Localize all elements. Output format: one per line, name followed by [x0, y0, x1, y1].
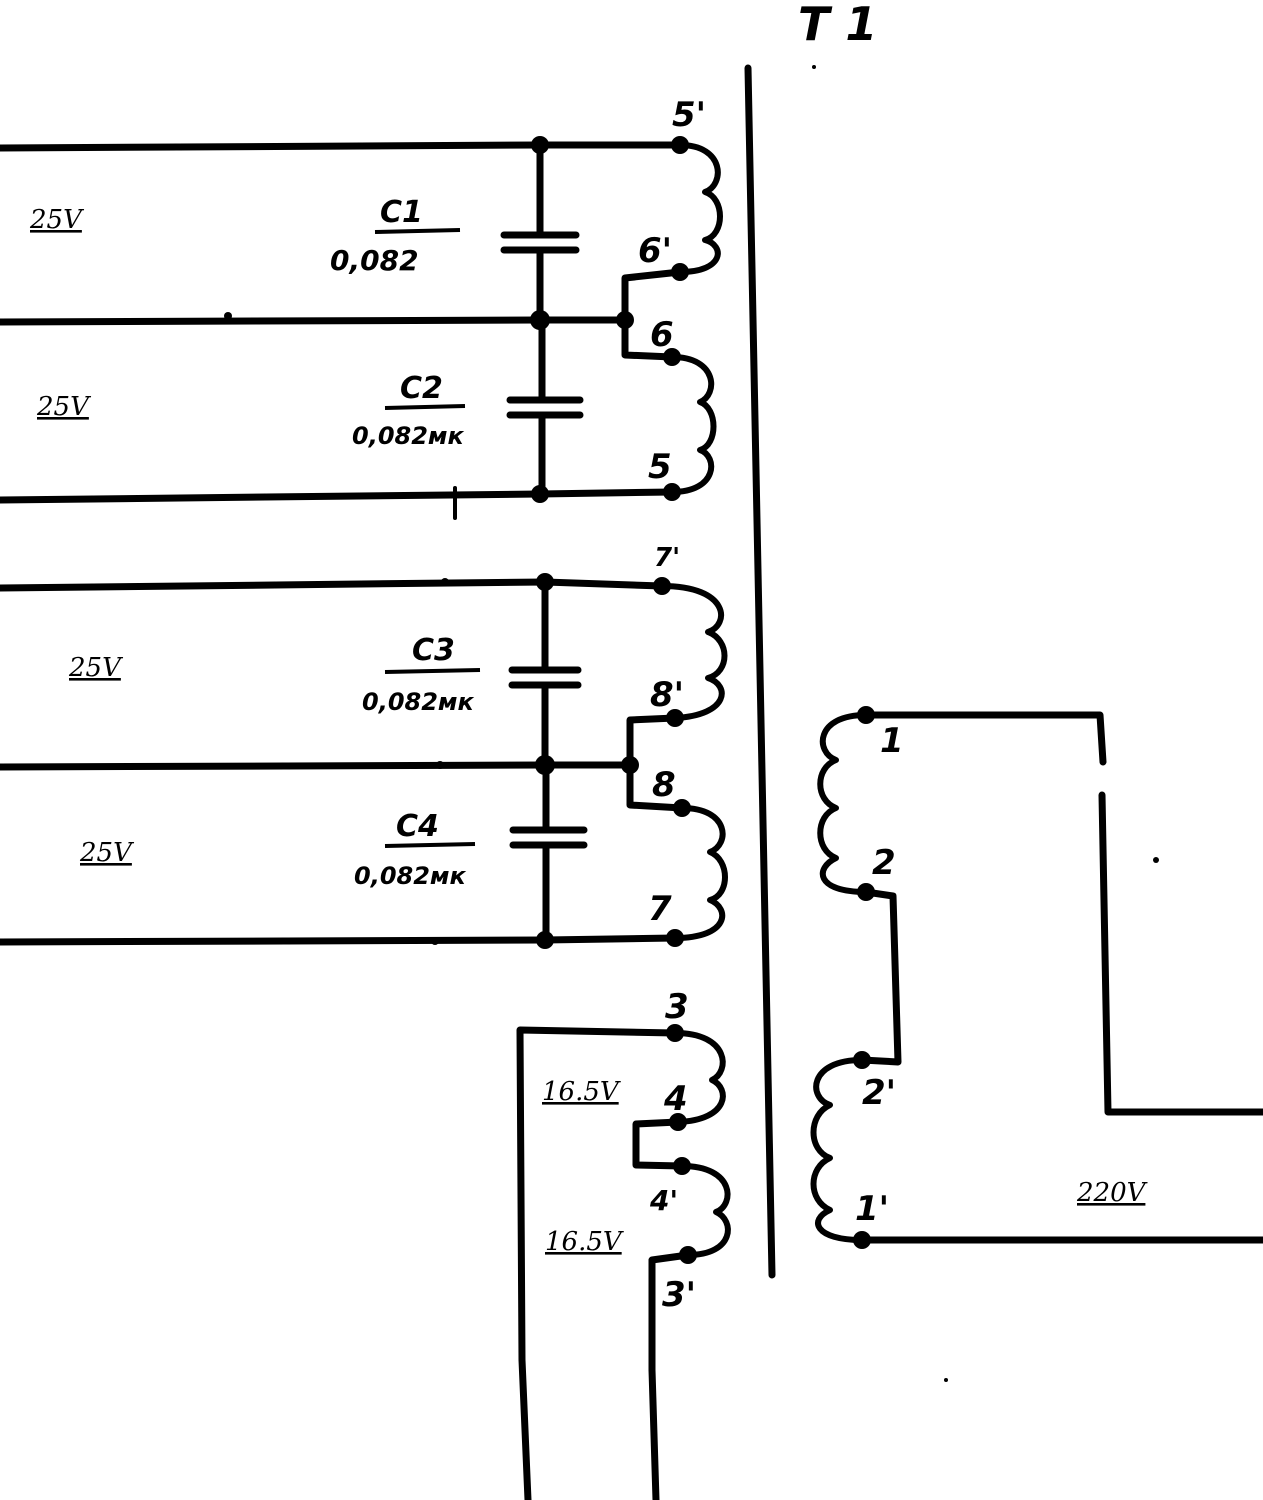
pin-label-1a: 1' — [855, 1189, 889, 1229]
wire-bridge-3 — [632, 1118, 686, 1170]
coil-4a-3a — [679, 1163, 731, 1258]
voltage-label-3: 25V — [68, 653, 123, 683]
pin-label-8: 8 — [652, 765, 676, 805]
secondary-winding-5-6 — [0, 136, 723, 520]
pin-label-4: 4 — [663, 1079, 688, 1119]
c4-name: C4 — [396, 809, 439, 844]
wire-top-1 — [0, 141, 684, 152]
c4-value: 0,082мк — [354, 862, 467, 890]
wire-1-main — [1098, 791, 1263, 1116]
pin-label-3a: 3' — [662, 1275, 696, 1315]
coil-8-7 — [672, 805, 728, 941]
coil-5a-6a — [677, 142, 723, 275]
transformer-core-left — [744, 64, 776, 1279]
pin-label-5a: 5' — [672, 95, 706, 135]
c3-name: C3 — [412, 633, 455, 668]
coil-1-2 — [817, 712, 869, 895]
pin-label-1: 1 — [880, 721, 904, 761]
wire-top-2 — [0, 578, 666, 592]
voltage-label-1: 25V — [29, 205, 84, 235]
primary-winding — [810, 65, 1263, 1382]
voltage-label-2: 25V — [36, 392, 91, 422]
wire-bot-2 — [0, 934, 679, 946]
coil-6-5 — [669, 354, 717, 495]
wire-2-2a — [858, 888, 902, 1066]
c1-name: C1 — [380, 195, 423, 230]
voltage-label-mains: 220V — [1076, 1178, 1148, 1208]
c1-value: 0,082 — [330, 244, 419, 277]
pin-label-2: 2 — [872, 843, 896, 883]
coil-2a-1a — [810, 1057, 865, 1243]
c2-value: 0,082мк — [352, 422, 465, 450]
pin-label-7a: 7' — [654, 543, 680, 573]
c3-value: 0,082мк — [362, 688, 475, 716]
wire-3a-out — [648, 1251, 692, 1500]
transformer-label: T 1 — [798, 0, 877, 51]
pin-label-2a: 2' — [862, 1073, 896, 1113]
voltage-label-5: 16.5V — [542, 1077, 621, 1107]
voltage-label-6: 16.5V — [545, 1227, 624, 1257]
pin-label-7: 7 — [648, 889, 672, 929]
coil-7a-8a — [659, 583, 728, 721]
pin-label-5: 5 — [648, 447, 672, 487]
wire-bot-1 — [0, 488, 676, 504]
coil-3-4 — [672, 1030, 726, 1125]
pin-label-8a: 8' — [650, 675, 684, 715]
secondary-winding-7-8 — [0, 573, 728, 949]
pin-label-4a: 4' — [649, 1184, 678, 1217]
wire-1-out — [862, 711, 1107, 766]
pin-label-3: 3 — [665, 987, 689, 1027]
pin-label-6: 6 — [650, 315, 674, 355]
secondary-winding-3-4 — [516, 1024, 731, 1500]
pin-label-6a: 6' — [638, 231, 672, 271]
voltage-label-4: 25V — [79, 838, 134, 868]
c2-name: C2 — [400, 371, 443, 406]
wire-3-out — [516, 1026, 679, 1500]
